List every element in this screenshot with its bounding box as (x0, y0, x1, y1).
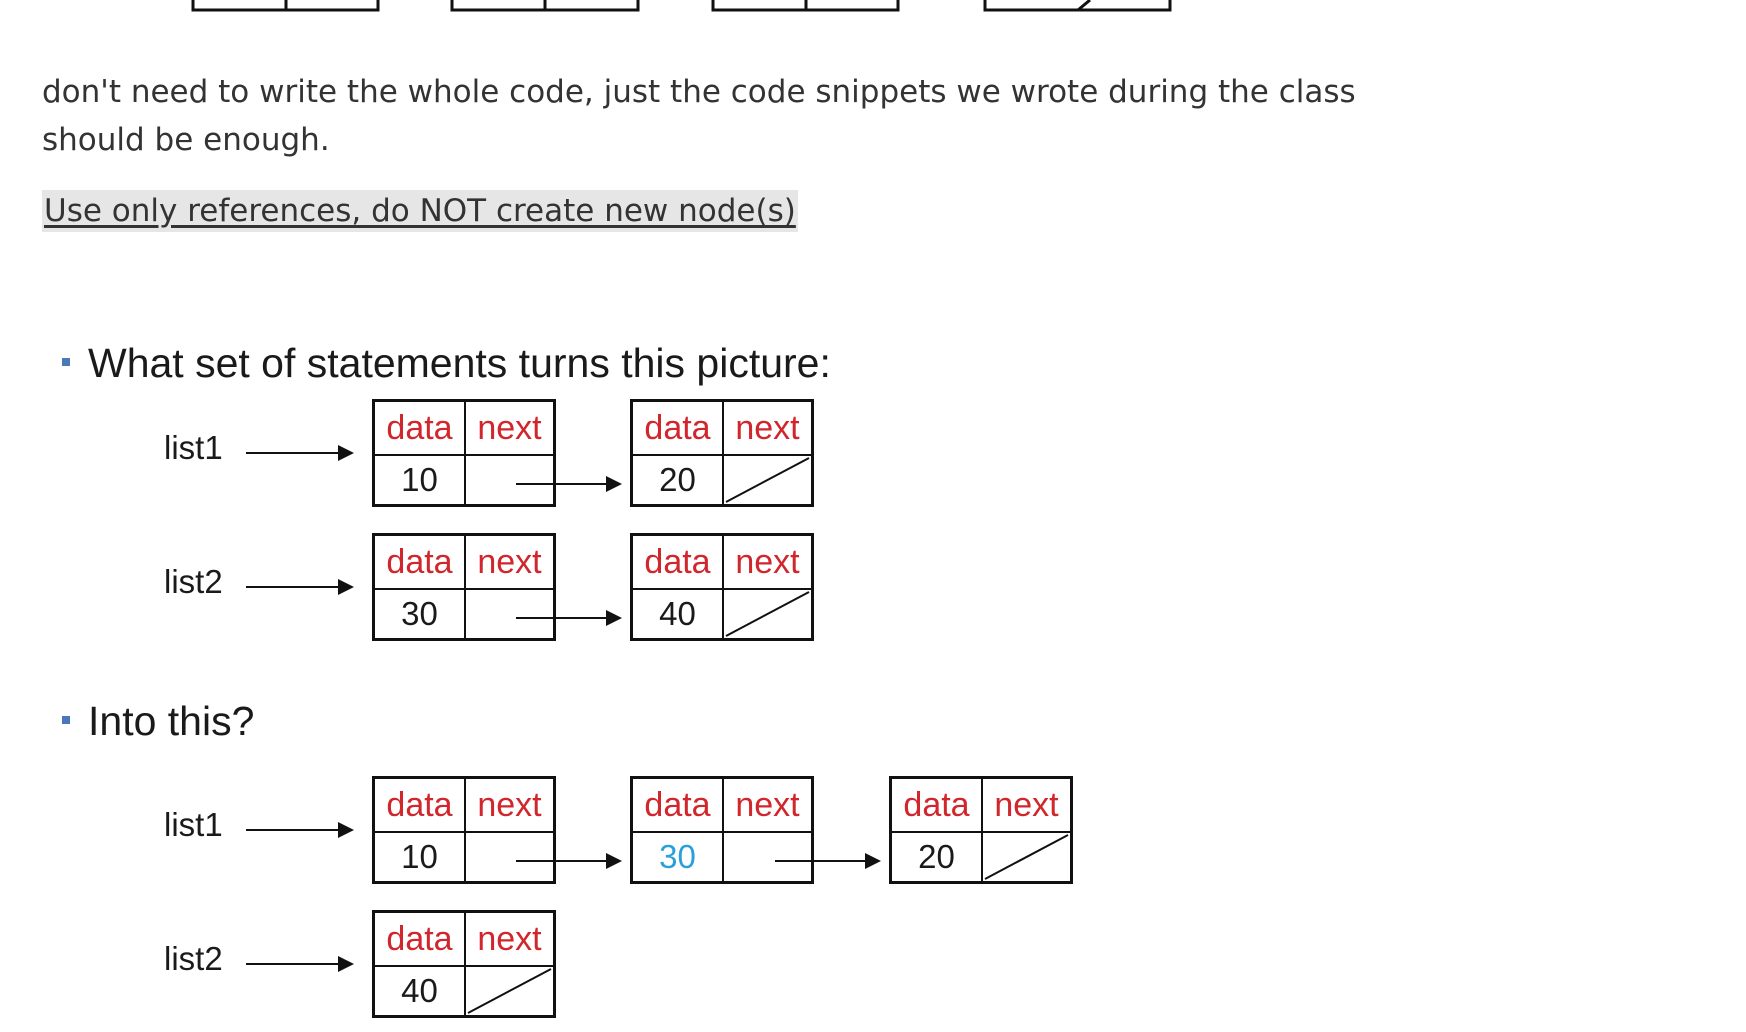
bullet-icon (62, 716, 70, 725)
list2-label: list2 (164, 940, 223, 977)
next-field-label: next (477, 409, 542, 447)
node-box: data next 40 (372, 910, 556, 1018)
data-field-label: data (386, 543, 453, 581)
null-pointer-icon (725, 457, 810, 503)
null-pointer-icon (467, 968, 552, 1014)
next-field-label: next (477, 920, 542, 958)
data-field-label: data (903, 786, 970, 824)
next-field-label: next (994, 786, 1059, 824)
question-after: Into this? (62, 698, 254, 745)
references-only-note: Use only references, do NOT create new n… (42, 190, 798, 232)
bullet-icon (62, 358, 70, 367)
node-value: 10 (401, 461, 438, 498)
data-field-label: data (644, 543, 711, 581)
node-box: data next 20 (889, 776, 1073, 884)
null-pointer-icon (984, 834, 1069, 880)
data-field-label: data (386, 786, 453, 824)
data-field-label: data (386, 409, 453, 447)
next-field-label: next (735, 409, 800, 447)
question-before: What set of statements turns this pictur… (62, 340, 831, 387)
node-box: data next 40 (630, 533, 814, 641)
list2-label: list2 (164, 563, 223, 600)
cropped-nodes-top (191, 0, 1172, 12)
data-field-label: data (386, 920, 453, 958)
node-value: 20 (659, 461, 696, 498)
node-value: 10 (401, 838, 438, 875)
data-field-label: data (644, 409, 711, 447)
next-field-label: next (477, 786, 542, 824)
list1-label: list1 (164, 429, 223, 466)
node-box: data next 10 (372, 776, 556, 884)
instruction-paragraph: don't need to write the whole code, just… (42, 74, 1356, 158)
node-box: data next 30 (630, 776, 814, 884)
node-value: 20 (918, 838, 955, 875)
next-field-label: next (477, 543, 542, 581)
node-value: 30 (401, 595, 438, 632)
node-box: data next 20 (630, 399, 814, 507)
question-before-text: What set of statements turns this pictur… (88, 340, 831, 386)
node-value: 40 (401, 972, 438, 1009)
question-after-text: Into this? (88, 698, 255, 744)
moved-node-value: 30 (659, 838, 696, 875)
next-field-label: next (735, 786, 800, 824)
null-pointer-icon (725, 591, 810, 637)
list1-label: list1 (164, 806, 223, 843)
next-field-label: next (735, 543, 800, 581)
data-field-label: data (644, 786, 711, 824)
node-box: data next 10 (372, 399, 556, 507)
node-value: 40 (659, 595, 696, 632)
node-box: data next 30 (372, 533, 556, 641)
